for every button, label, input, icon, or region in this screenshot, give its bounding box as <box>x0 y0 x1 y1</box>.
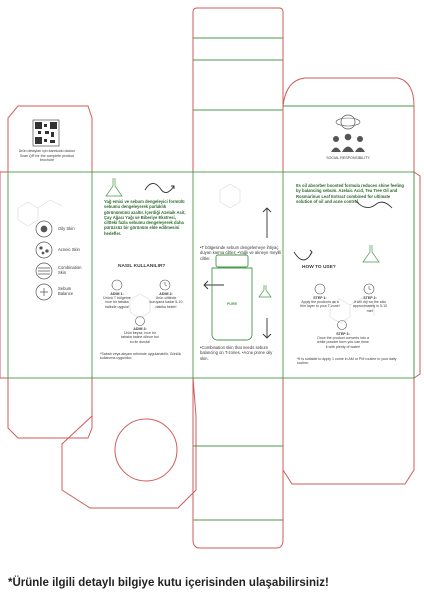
curve-arrow-icon <box>293 251 313 261</box>
window-circle-cut <box>114 418 178 482</box>
en-step2-text: It will dry on the skin approximately in… <box>352 300 388 313</box>
en-step1-text: Apply the products as a thin layer to yo… <box>300 300 340 309</box>
tr-step3-title: ADIM 3: <box>133 327 147 331</box>
qr-code-icon <box>32 119 60 147</box>
qr-caption-tr: Ürün detayları için karekodu okutun <box>18 149 76 153</box>
en-note: *It is suitable to apply 1 come in AM or… <box>297 357 397 366</box>
curly-arrow-icon <box>144 183 175 193</box>
left-bottom-flap-cut <box>7 378 93 439</box>
flask-icon <box>258 285 272 298</box>
acneic-skin-icon <box>35 241 53 259</box>
decorative-flasks <box>105 178 380 298</box>
tr-note: *Sabah veya akşam rutininde uygulanabili… <box>100 352 182 361</box>
clock-icon <box>363 283 375 295</box>
skin-type-label: Oily Skin <box>58 226 75 231</box>
social-responsibility-label: SOCIAL RESPONSIBILITY <box>326 156 370 160</box>
tr-how-to-title: NASIL KULLANILIR? <box>118 264 166 269</box>
bottom-center-flap-cut <box>192 378 284 549</box>
flask-icon <box>105 178 123 197</box>
water-icon <box>337 320 347 330</box>
down-arrow-icon <box>262 318 272 339</box>
tr-step2-title: ADIM 2: <box>159 292 173 296</box>
left-edge-cut <box>0 171 8 379</box>
face-icon <box>314 283 326 295</box>
bottle-brand: PURE <box>227 302 237 306</box>
en-step3-text: Once the product converts into a white p… <box>317 336 369 349</box>
skin-type-label: Sebum Balance <box>58 286 74 297</box>
skin-type-label: Acneic Skin <box>58 247 80 252</box>
bottom-right-flap-cut <box>282 378 415 485</box>
tr-step3-text: Ürün beyaz, ince bir tabaka haline dönce… <box>121 331 159 344</box>
skin-type-label: Combination Skin <box>58 265 82 276</box>
oily-skin-icon <box>35 220 53 238</box>
curly-arrow-icon <box>354 199 393 209</box>
en-step2-title: STEP 2: <box>363 296 377 300</box>
product-bottle-illustration <box>211 254 253 341</box>
top-flap-cut <box>192 7 284 172</box>
skin-type-icons <box>35 220 53 301</box>
sebum-balance-icon <box>35 283 53 301</box>
clock-icon <box>159 279 171 291</box>
flask-icon <box>362 245 380 263</box>
water-icon <box>135 316 145 326</box>
bottom-lock-flap-cut <box>61 377 197 509</box>
en-how-to-title: HOW TO USE? <box>302 265 336 270</box>
footer-note: *Ürünle ilgili detaylı bilgiye kutu içer… <box>8 577 329 589</box>
left-top-flap-cut <box>7 105 93 172</box>
tr-step1-text: Ürünü T bölgeme ince bir tabaka halinde … <box>103 296 131 309</box>
en-step3-title: STEP 3: <box>336 332 350 336</box>
en-description: Its oil absorber boosted formula reduces… <box>296 183 404 204</box>
up-arrow-icon <box>262 207 272 238</box>
qr-caption-en: Scan QR for the complete product brochur… <box>19 154 75 163</box>
center-bottom-text: •Combination skin that needs sebum balan… <box>200 345 273 361</box>
step-icons <box>111 279 375 330</box>
social-responsibility-icon <box>331 114 365 152</box>
left-arrow-icon <box>203 280 224 290</box>
combination-skin-icon <box>35 262 53 280</box>
right-edge-cut <box>413 171 421 379</box>
center-top-text: •T bölgesinde sebum dengelemeye ihtiyaç … <box>200 245 282 261</box>
tr-description: Yağ emici ve sebum dengeleyici formülü s… <box>104 199 186 236</box>
face-icon <box>111 279 123 291</box>
right-tuck-flap-cut <box>282 77 415 172</box>
tr-step1-title: ADIM 1: <box>110 292 124 296</box>
arrow-icons <box>144 183 393 339</box>
tr-step2-text: Ürün ciltlinde kuruyana kadar 5-10 dakik… <box>149 296 183 309</box>
en-step1-title: STEP 1: <box>313 296 327 300</box>
